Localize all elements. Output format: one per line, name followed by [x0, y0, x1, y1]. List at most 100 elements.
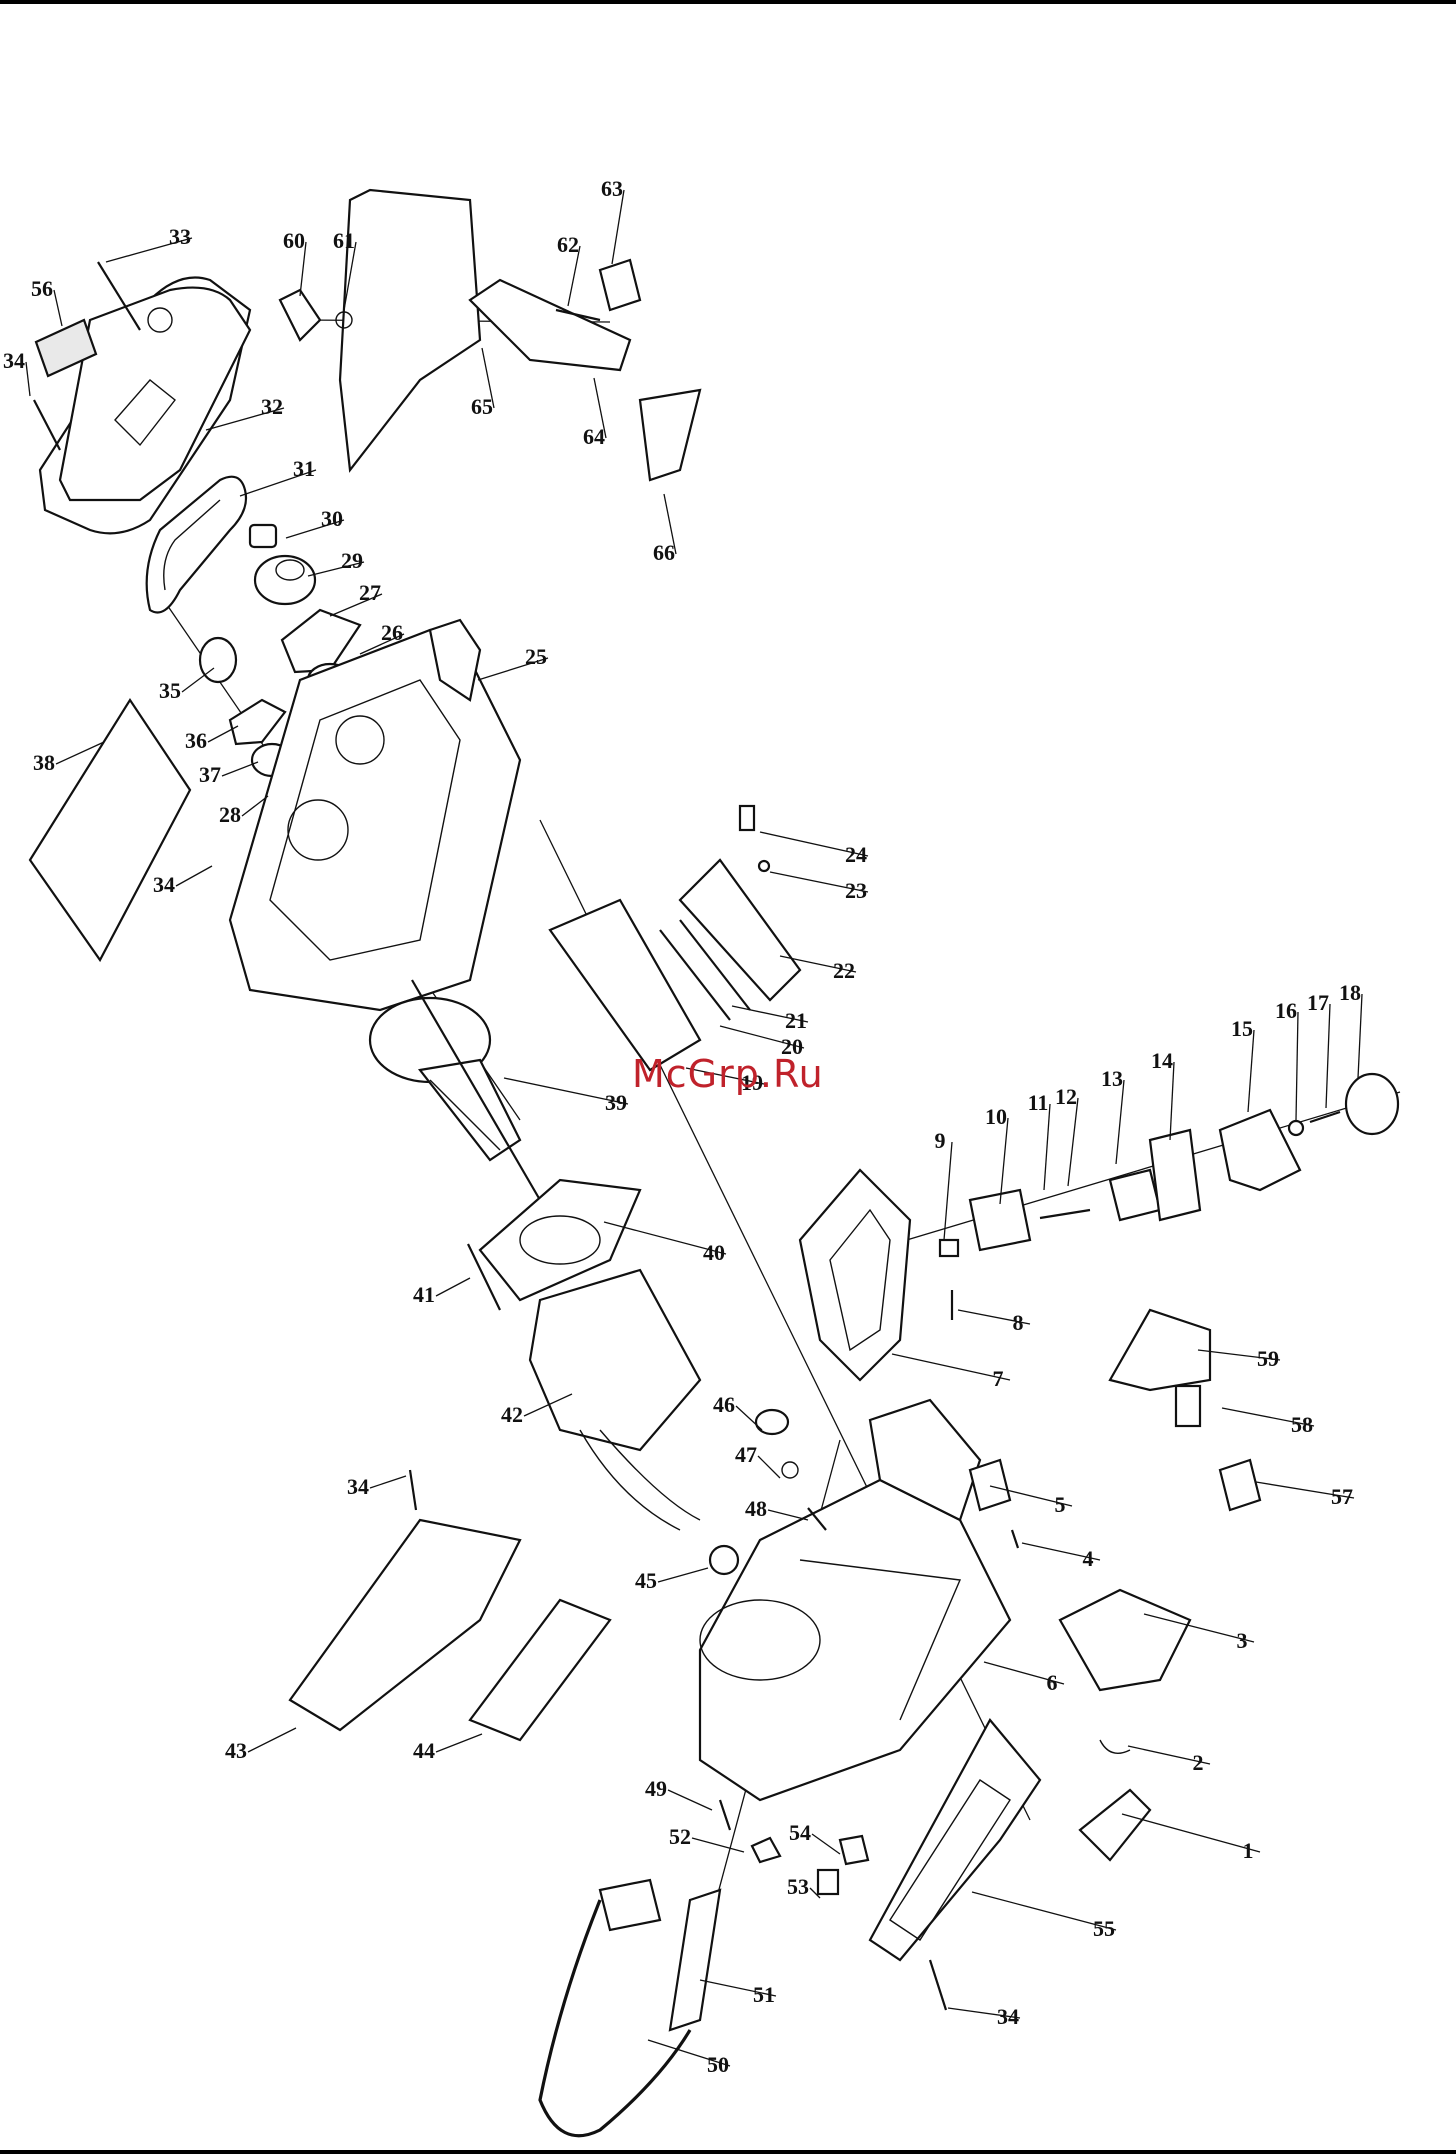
callout-leader-c1	[1122, 1814, 1260, 1852]
pulley-35-part	[200, 638, 236, 682]
callout-number-c4: 4	[1083, 1546, 1094, 1571]
callout-number-c26: 26	[381, 620, 403, 645]
callout-leader-c63	[612, 190, 624, 264]
callout-leader-c44	[436, 1734, 482, 1752]
callout-leader-c14	[1170, 1062, 1174, 1140]
screw-34-part	[34, 400, 60, 450]
field-core-part	[550, 900, 700, 1070]
screw-34c-part	[410, 1470, 416, 1510]
ring-47-part	[782, 1462, 798, 1478]
callout-number-c27: 27	[359, 580, 381, 605]
callout-leader-c43	[248, 1728, 296, 1752]
callout-leader-c56	[54, 290, 62, 326]
callout-leader-c9	[944, 1142, 952, 1240]
callout-number-c16: 16	[1275, 998, 1297, 1023]
callout-number-c31: 31	[293, 456, 315, 481]
callout-number-c33: 33	[169, 224, 191, 249]
callout-number-c45: 45	[635, 1568, 657, 1593]
callout-number-c32: 32	[261, 394, 283, 419]
callout-number-c7: 7	[993, 1366, 1004, 1391]
knob-57-part	[1220, 1460, 1260, 1510]
callout-number-c55: 55	[1093, 1916, 1115, 1941]
callout-number-c21: 21	[785, 1008, 807, 1033]
callout-number-c15: 15	[1231, 1016, 1253, 1041]
callout-number-c60: 60	[283, 228, 305, 253]
callout-leader-c54	[812, 1834, 840, 1854]
callout-number-c1: 1	[1243, 1838, 1254, 1863]
callout-number-c34d: 34	[997, 2004, 1019, 2029]
callout-leader-c18	[1358, 994, 1362, 1078]
callout-number-c43: 43	[225, 1738, 247, 1763]
clamp-52-part	[752, 1838, 780, 1862]
armature-part	[370, 980, 540, 1200]
plug-part	[600, 1880, 660, 1930]
power-cord-part	[540, 1900, 690, 2136]
callout-number-c3: 3	[1237, 1628, 1248, 1653]
watermark-text: McGrp.Ru	[632, 1052, 824, 1096]
plate-36-part	[230, 700, 285, 744]
callout-leader-c11	[1044, 1104, 1050, 1190]
callout-number-c48: 48	[745, 1496, 767, 1521]
cord-sleeve-part	[670, 1890, 720, 2030]
callout-number-c6: 6	[1047, 1670, 1058, 1695]
callout-number-c40: 40	[703, 1240, 725, 1265]
spring-23-part	[759, 861, 769, 871]
callout-leader-c16	[1296, 1012, 1298, 1120]
shaft-13-part	[1110, 1170, 1160, 1220]
callout-leader-c34b	[176, 866, 212, 886]
bracket-59-part	[1110, 1310, 1210, 1390]
washer-45-part	[710, 1546, 738, 1574]
callout-leader-c49	[668, 1790, 712, 1810]
callout-number-c65: 65	[471, 394, 493, 419]
washer-46-part	[756, 1410, 788, 1434]
callout-number-c8: 8	[1013, 1310, 1024, 1335]
grip-44-part	[470, 1600, 610, 1740]
knob-15-part	[1220, 1110, 1300, 1190]
callout-leader-c13	[1116, 1080, 1124, 1164]
callout-number-c58: 58	[1291, 1412, 1313, 1437]
callout-number-c5: 5	[1055, 1492, 1066, 1517]
nut-9-part	[940, 1240, 958, 1256]
callout-number-c57: 57	[1331, 1484, 1353, 1509]
callout-number-c66: 66	[653, 540, 675, 565]
callout-number-c50: 50	[707, 2052, 729, 2077]
capacitor-53-part	[818, 1870, 838, 1894]
callout-number-c34a: 34	[3, 348, 25, 373]
sleeve-58-part	[1176, 1386, 1200, 1426]
callout-number-c46: 46	[713, 1392, 735, 1417]
callout-leader-c41	[436, 1278, 470, 1296]
callout-leader-c45	[658, 1568, 708, 1582]
callout-number-c18: 18	[1339, 980, 1361, 1005]
callout-leader-c48	[768, 1510, 808, 1520]
callout-number-c49: 49	[645, 1776, 667, 1801]
screw-4-part	[1012, 1530, 1018, 1548]
callout-number-c14: 14	[1151, 1048, 1173, 1073]
pin-12-part	[1040, 1210, 1090, 1218]
callout-number-c42: 42	[501, 1402, 523, 1427]
nut-30-part	[250, 525, 276, 547]
callout-number-c54: 54	[789, 1820, 811, 1845]
callout-number-c25: 25	[525, 644, 547, 669]
callout-number-c29: 29	[341, 548, 363, 573]
callout-number-c23: 23	[845, 878, 867, 903]
screw-24-part	[740, 806, 754, 830]
callout-number-c59: 59	[1257, 1346, 1279, 1371]
callout-number-c17: 17	[1307, 990, 1329, 1015]
callout-number-c52: 52	[669, 1824, 691, 1849]
callout-number-c37: 37	[199, 762, 221, 787]
callout-leader-c47	[758, 1456, 780, 1478]
callout-number-c24: 24	[845, 842, 867, 867]
callout-number-c61: 61	[333, 228, 355, 253]
callout-number-c39: 39	[605, 1090, 627, 1115]
switch-housing-part	[800, 1170, 910, 1380]
terminal-block-part	[1060, 1590, 1190, 1690]
callout-number-c9: 9	[935, 1128, 946, 1153]
callout-leader-c52	[692, 1838, 744, 1852]
callout-leader-c15	[1248, 1030, 1254, 1112]
callout-number-c56: 56	[31, 276, 53, 301]
callout-number-c64: 64	[583, 424, 605, 449]
callout-number-c41: 41	[413, 1282, 435, 1307]
callout-number-c53: 53	[787, 1874, 809, 1899]
spring-2-part	[1100, 1740, 1130, 1753]
callout-number-c12: 12	[1055, 1084, 1077, 1109]
